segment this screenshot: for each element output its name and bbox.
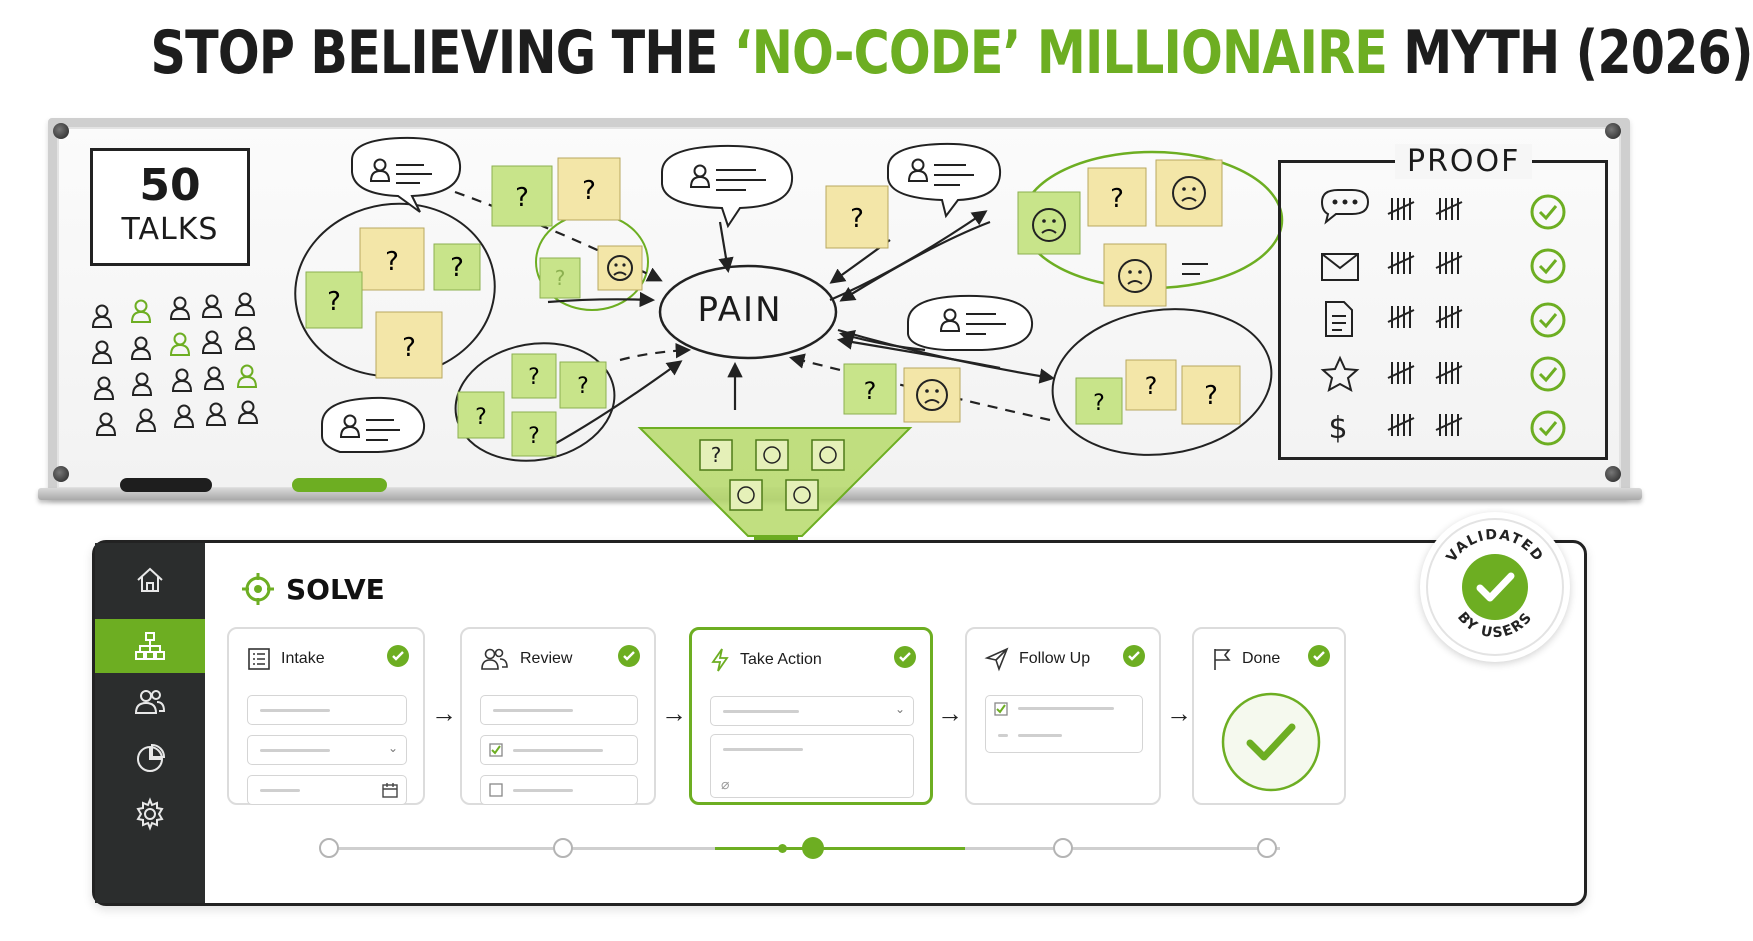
step-label: Take Action — [740, 651, 822, 668]
timeline-sub-node — [778, 844, 787, 853]
headline-part1: STOP BELIEVING THE — [150, 18, 734, 88]
send-icon — [984, 647, 1009, 672]
board-bolt — [53, 123, 69, 139]
gear-icon — [136, 797, 164, 831]
sidebar-item-users[interactable] — [95, 675, 205, 729]
review-text-field[interactable] — [480, 695, 638, 725]
intake-select[interactable]: ⌄ — [247, 735, 407, 765]
talks-label: TALKS — [121, 212, 219, 247]
board-bolt — [53, 466, 69, 482]
home-icon — [137, 567, 163, 592]
step-label: Follow Up — [1019, 650, 1091, 667]
pain-label: PAIN — [697, 290, 783, 330]
board-bolt — [1605, 466, 1621, 482]
step-card-take-action[interactable]: Take Action ⌄ ⌀ — [689, 627, 933, 805]
done-check-icon — [1221, 692, 1321, 792]
step-complete-icon — [387, 645, 409, 667]
timeline-active-segment — [715, 847, 965, 850]
proof-box — [1278, 160, 1608, 460]
flow-icon — [135, 632, 165, 660]
timeline-node[interactable] — [1053, 838, 1073, 858]
step-complete-icon — [1123, 645, 1145, 667]
pie-chart-icon — [137, 743, 166, 772]
sidebar-item-flow[interactable] — [95, 619, 205, 673]
sidebar-item-home[interactable] — [95, 553, 205, 607]
solve-title: SOLVE — [286, 572, 385, 606]
step-arrow-icon: → — [1166, 698, 1192, 728]
step-label: Intake — [281, 650, 325, 667]
timeline-node[interactable] — [553, 838, 573, 858]
intake-text-field[interactable] — [247, 695, 407, 725]
timeline-node-active[interactable] — [802, 837, 824, 859]
validated-badge: VALIDATED BY USERS — [1420, 512, 1570, 662]
step-label: Review — [520, 650, 573, 667]
headline-highlight: ‘NO-CODE’ MILLIONAIRE — [733, 18, 1388, 88]
paperclip-icon[interactable]: ⌀ — [721, 776, 730, 792]
checkbox-checked-icon[interactable] — [489, 743, 503, 757]
checkbox-empty-icon[interactable] — [489, 783, 503, 797]
step-card-follow-up[interactable]: Follow Up — [965, 627, 1161, 805]
lightning-icon — [711, 648, 729, 672]
sidebar-item-analytics[interactable] — [95, 731, 205, 785]
whiteboard-tray — [38, 488, 1642, 500]
step-label: Done — [1242, 650, 1281, 667]
step-card-done[interactable]: Done — [1192, 627, 1346, 805]
timeline-node[interactable] — [1257, 838, 1277, 858]
checkbox-checked-icon[interactable] — [994, 702, 1008, 716]
step-complete-icon — [618, 645, 640, 667]
follow-up-checklist[interactable] — [985, 695, 1143, 753]
step-card-review[interactable]: Review — [460, 627, 656, 805]
flag-icon — [1214, 649, 1231, 670]
target-icon — [242, 573, 274, 605]
intake-date-field[interactable] — [247, 775, 407, 805]
solve-app-window: SOLVE Intake ⌄ → Review → Take Action ⌄ … — [92, 540, 1587, 906]
step-arrow-icon: → — [661, 698, 687, 728]
headline: STOP BELIEVING THE ‘NO-CODE’ MILLIONAIRE… — [150, 18, 1753, 88]
step-complete-icon — [894, 646, 916, 668]
timeline-node[interactable] — [319, 838, 339, 858]
sidebar — [95, 543, 205, 903]
step-complete-icon — [1308, 645, 1330, 667]
step-arrow-icon: → — [431, 698, 457, 728]
list-icon — [248, 648, 270, 670]
chevron-down-icon: ⌄ — [894, 702, 905, 716]
take-action-notes[interactable]: ⌀ — [710, 734, 914, 798]
black-marker — [120, 478, 212, 492]
step-arrow-icon: → — [937, 698, 963, 728]
review-unchecked-item[interactable] — [480, 775, 638, 805]
review-checked-item[interactable] — [480, 735, 638, 765]
board-bolt — [1605, 123, 1621, 139]
users-icon — [481, 648, 508, 670]
talks-count: 50 — [139, 160, 201, 211]
users-icon — [134, 690, 166, 714]
green-marker — [292, 478, 387, 492]
badge-check-icon — [1462, 554, 1528, 620]
calendar-icon — [382, 783, 398, 798]
headline-part2: MYTH (2026) — [1386, 18, 1753, 88]
chevron-down-icon: ⌄ — [387, 741, 398, 755]
step-card-intake[interactable]: Intake ⌄ — [227, 627, 425, 805]
solve-header: SOLVE — [240, 571, 385, 607]
sidebar-item-settings[interactable] — [95, 787, 205, 841]
talks-count-box: 50 TALKS — [90, 148, 250, 266]
proof-title: PROOF — [1395, 144, 1533, 179]
take-action-select[interactable]: ⌄ — [710, 696, 914, 726]
